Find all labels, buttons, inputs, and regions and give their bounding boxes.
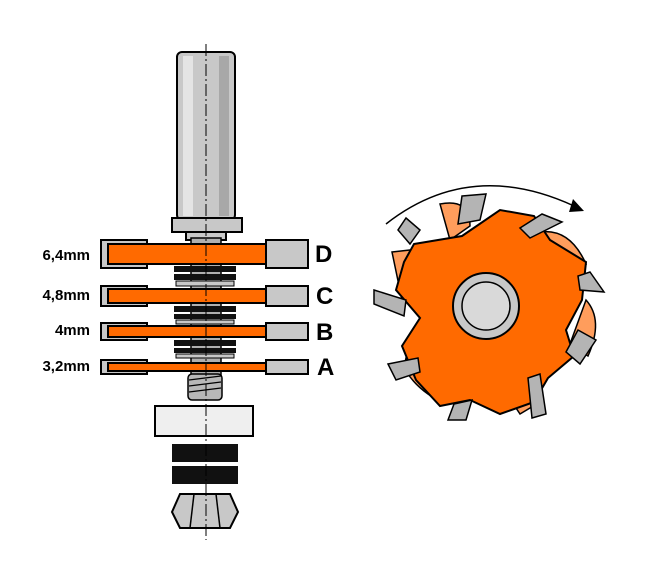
blade-thickness-label: 6,4mm [42, 247, 90, 264]
cutter-top-view [373, 185, 606, 421]
washer-1 [172, 444, 238, 462]
hex-nut [170, 493, 240, 529]
blade-letter: B [316, 319, 334, 346]
spacer-stack-3 [174, 340, 236, 359]
blade-thickness-label: 4,8mm [42, 287, 90, 304]
bearing [154, 405, 254, 437]
washer-2 [172, 466, 238, 484]
blade-d [100, 239, 309, 269]
spacer-stack-1 [174, 266, 236, 287]
spacer-stack-2 [174, 306, 236, 325]
blade-letter: D [315, 241, 333, 268]
shank [171, 51, 243, 241]
blade-thickness-label: 3,2mm [42, 358, 90, 375]
blade-letter: C [316, 283, 334, 310]
blade-letter: A [317, 354, 335, 381]
blade-b [100, 322, 309, 341]
blade-c [100, 285, 309, 307]
curved-arrow-icon [385, 185, 575, 225]
blade-a [100, 359, 309, 375]
blade-thickness-label: 4mm [54, 322, 90, 339]
